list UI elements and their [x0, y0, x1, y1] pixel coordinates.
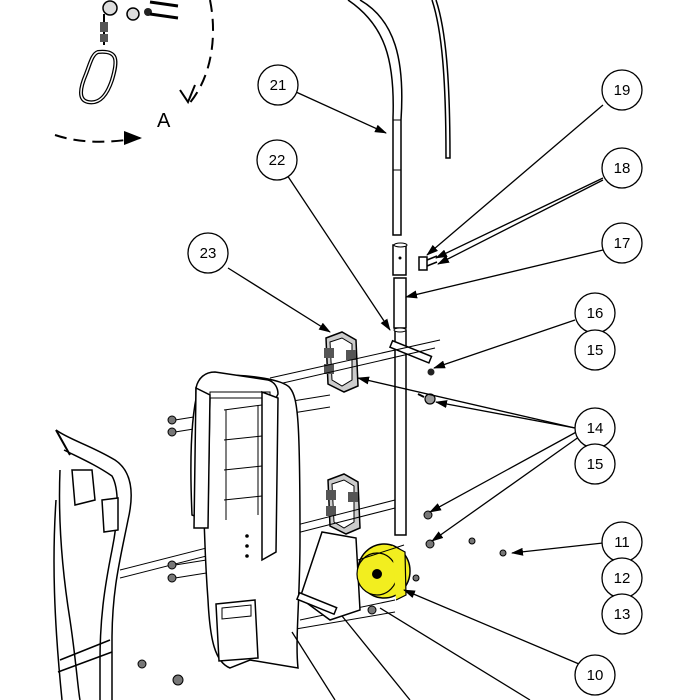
leader-lines [227, 91, 604, 700]
callout-17: 17 [601, 222, 643, 264]
svg-text:23: 23 [200, 245, 217, 262]
svg-text:21: 21 [270, 77, 287, 94]
callout-18: 18 [601, 147, 643, 189]
svg-text:15: 15 [587, 342, 604, 359]
callout-13: 13 [601, 593, 643, 635]
back-plate [190, 371, 301, 669]
callout-22: 22 [256, 139, 298, 181]
callout-16: 16 [574, 292, 616, 334]
svg-text:13: 13 [614, 606, 631, 623]
callout-19: 19 [601, 69, 643, 111]
swivel-hardware [100, 0, 179, 45]
callout-21: 21 [257, 64, 299, 106]
svg-text:22: 22 [269, 152, 286, 169]
callouts: 21 22 23 19 18 17 16 15 [187, 64, 643, 696]
callout-10: 10 [574, 654, 616, 696]
svg-text:17: 17 [614, 235, 631, 252]
side-plate [295, 531, 361, 621]
upright-post [392, 242, 408, 536]
hinge-bracket-lower [326, 473, 361, 535]
carabiner [79, 49, 118, 105]
pulley-highlighted [356, 543, 411, 601]
callout-11: 11 [601, 521, 643, 563]
svg-text:18: 18 [614, 160, 631, 177]
detail-view-a: A [54, 0, 215, 145]
callout-15-lower: 15 [574, 443, 616, 485]
svg-text:10: 10 [587, 667, 604, 684]
svg-text:19: 19 [614, 82, 631, 99]
svg-text:14: 14 [587, 420, 604, 437]
callout-15-upper: 15 [574, 329, 616, 371]
frame-tube-21 [347, 0, 451, 236]
callout-14: 14 [574, 407, 616, 449]
view-label-a: A [157, 110, 171, 132]
callout-12: 12 [601, 557, 643, 599]
svg-text:12: 12 [614, 570, 631, 587]
svg-text:11: 11 [614, 534, 630, 551]
pin-16 [388, 339, 435, 376]
svg-text:15: 15 [587, 456, 604, 473]
fasteners [137, 415, 507, 686]
callout-23: 23 [187, 232, 229, 274]
svg-text:16: 16 [587, 305, 604, 322]
seat-frame-left [53, 429, 132, 700]
clip-19 [418, 255, 438, 271]
